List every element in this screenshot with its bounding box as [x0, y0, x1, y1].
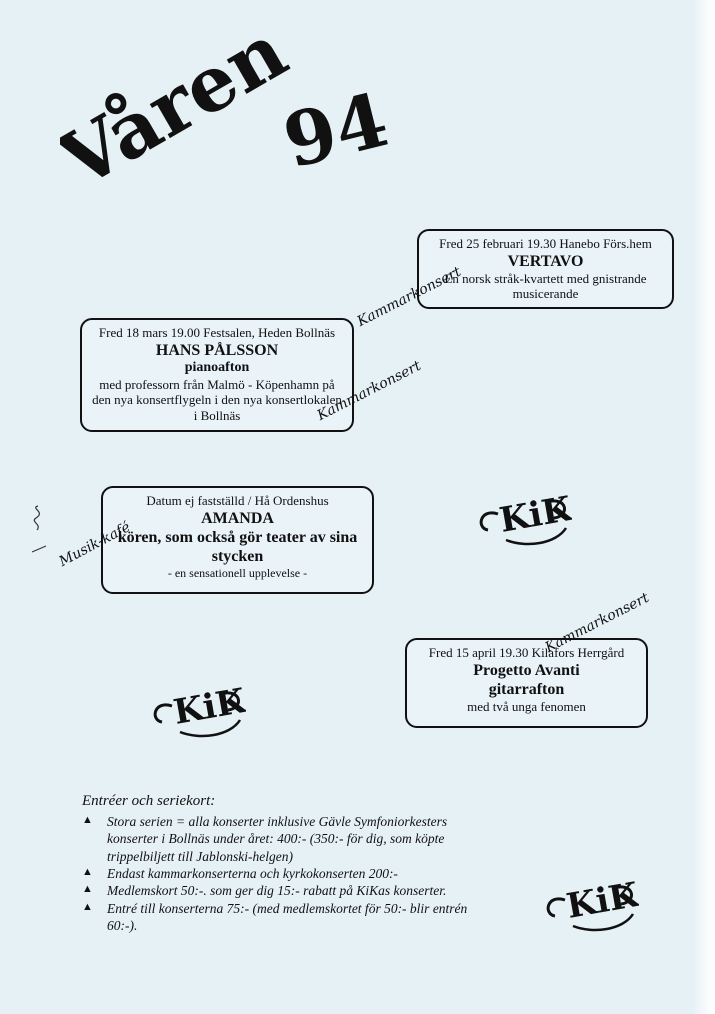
ticket-item-text: Medlemskort 50:-. som ger dig 15:- rabat… — [107, 883, 447, 899]
headline-year: 94 — [276, 77, 397, 185]
headline-graphic: Våren 94 — [44, 6, 397, 206]
ticket-info: Entréer och seriekort: ▲ Stora serien = a… — [82, 792, 492, 934]
ticket-item-text: Entré till konserterna 75:- (med medlems… — [107, 900, 468, 933]
event-desc: - en sensationell upplevelse - — [167, 566, 308, 581]
event-when: Fred 25 februari 19.30 Hanebo Förs.hem — [439, 236, 652, 251]
ticket-item: ▲ Medlemskort 50:-. som ger dig 15:- raba… — [82, 882, 492, 899]
ticket-item: ▲ Endast kammarkonserterna och kyrkokonse… — [82, 865, 492, 882]
kika-logo: KiKa — [543, 871, 663, 934]
event-desc: med två unga fenomen — [467, 698, 586, 714]
ticket-info-heading: Entréer och seriekort: — [82, 793, 216, 809]
scribble-mark — [28, 502, 50, 554]
event-subtitle: gitarrafton — [488, 680, 565, 698]
ticket-item: ▲ Stora serien = alla konserter inklusive… — [82, 813, 492, 865]
bullet-triangle-icon: ▲ — [82, 900, 93, 913]
event-name: AMANDA — [201, 509, 274, 527]
ticket-item-text: Endast kammarkonserterna och kyrkokonser… — [107, 865, 398, 881]
bullet-triangle-icon: ▲ — [82, 814, 93, 827]
kika-logo: KiKa — [150, 677, 270, 740]
event-name: VERTAVO — [507, 252, 584, 270]
bullet-triangle-icon: ▲ — [82, 865, 93, 878]
event-box-vertavo: Fred 25 februari 19.30 Hanebo Förs.hem V… — [417, 229, 674, 309]
event-box-amanda: Datum ej fastställd / Hå Ordenshus AMAND… — [101, 486, 374, 594]
ticket-item-text: Stora serien = alla konserter inklusive … — [107, 814, 448, 864]
event-subtitle: pianoafton — [184, 359, 250, 375]
kika-logo: KiKa — [476, 485, 596, 548]
event-subtitle: kören, som också gör teater av sina styc… — [117, 528, 358, 565]
ticket-item: ▲ Entré till konserterna 75:- (med medlem… — [82, 900, 492, 935]
ticket-list: ▲ Stora serien = alla konserter inklusive… — [82, 813, 492, 934]
event-desc: En norsk stråk-kvartett med gnistrande m… — [444, 270, 647, 302]
page-edge — [693, 0, 715, 1014]
event-box-progetto-avanti: Fred 15 april 19.30 Kilafors Herrgård Pr… — [405, 638, 648, 728]
event-when: Fred 18 mars 19.00 Festsalen, Heden Boll… — [98, 325, 336, 340]
event-box-hans-palsson: Fred 18 mars 19.00 Festsalen, Heden Boll… — [80, 318, 354, 432]
event-name: HANS PÅLSSON — [155, 341, 279, 359]
event-desc: med professorn från Malmö - Köpenhamn på… — [92, 376, 342, 423]
event-name: Progetto Avanti — [473, 661, 580, 679]
headline-word: Våren — [60, 40, 301, 206]
event-when: Fred 15 april 19.30 Kilafors Herrgård — [428, 645, 625, 660]
headline: Våren 94 — [44, 6, 420, 210]
event-when: Datum ej fastställd / Hå Ordenshus — [146, 493, 329, 508]
bullet-triangle-icon: ▲ — [82, 883, 93, 896]
